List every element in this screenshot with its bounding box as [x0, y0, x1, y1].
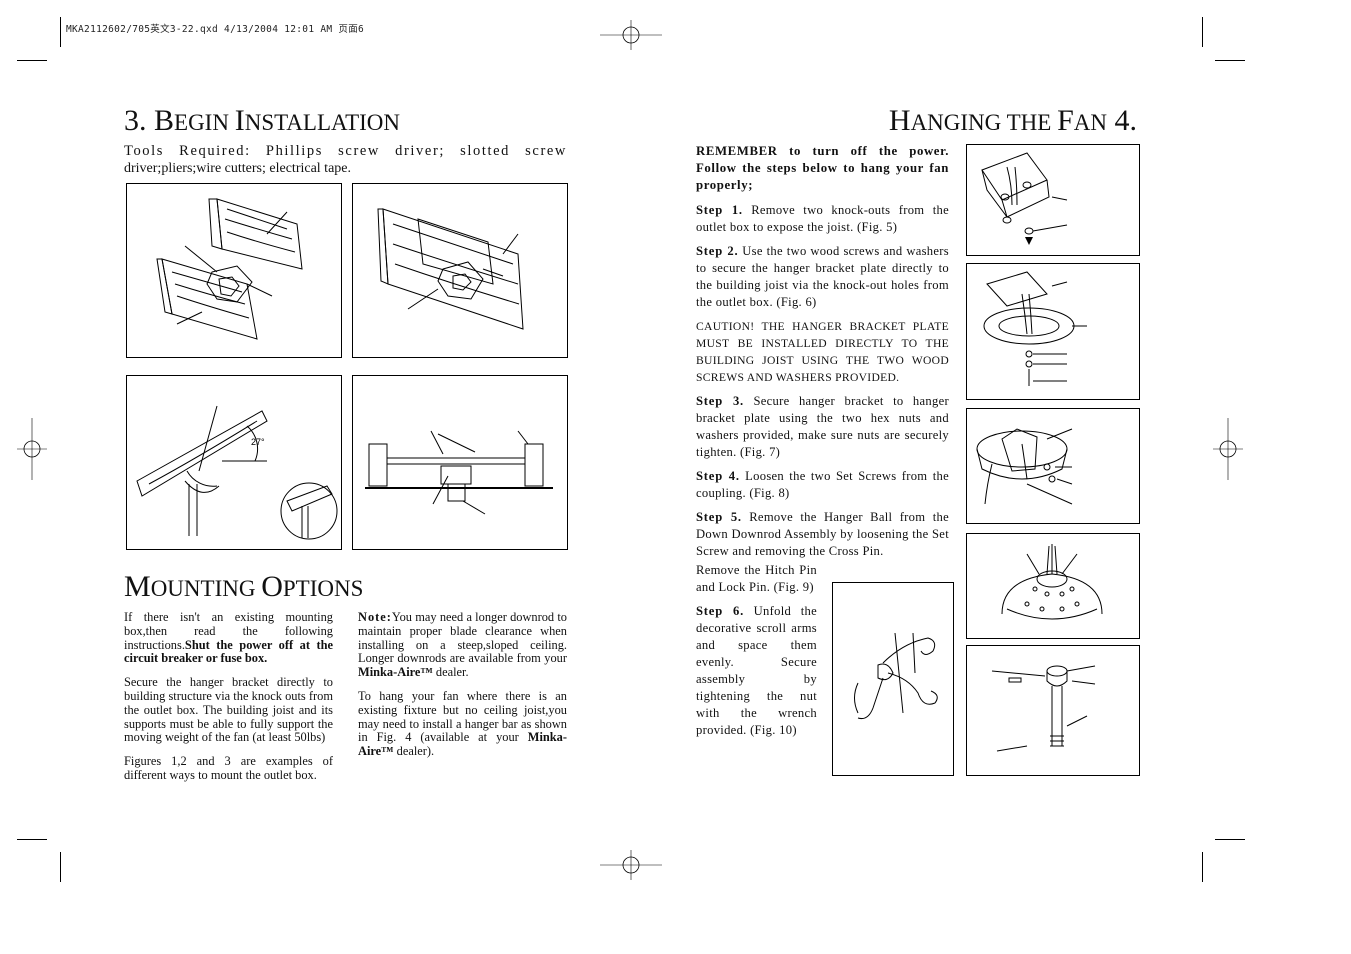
- sloped-ceiling-diagram: 27°: [136, 405, 338, 540]
- hanging-the-fan-title: Hanging the Fan 4.: [888, 104, 1137, 137]
- hanger-bar-diagram: [365, 430, 553, 515]
- joist-box-diagram: [377, 208, 524, 330]
- crop-mark: [60, 852, 61, 882]
- figure-10: [832, 582, 954, 776]
- step-3: Step 3. Secure hanger bracket to hanger …: [696, 394, 949, 459]
- tools-required: Tools Required: Phillips screw driver; s…: [124, 143, 567, 176]
- hanger-bracket-diagram: [976, 428, 1073, 505]
- hanger-bar-para: To hang your fan where there is an exist…: [358, 688, 567, 759]
- step-1: Step 1. Remove two knock-outs from the o…: [696, 203, 949, 234]
- fan-motor-top-diagram: [1001, 544, 1103, 620]
- figure-5: [966, 144, 1140, 256]
- crop-mark: [1215, 839, 1245, 840]
- outlet-box-knockout-diagram: [981, 152, 1068, 245]
- registration-mark-bottom: [600, 850, 662, 880]
- step-6: Step 6. Unfold the decorative scroll arm…: [696, 604, 817, 737]
- figure-7: [966, 408, 1140, 524]
- remember-note: REMEMBER to turn off the power. Follow t…: [696, 144, 949, 192]
- hanger-bracket-plate-diagram: [983, 271, 1087, 386]
- mounting-para-1: If there isn't an existing mounting box,…: [124, 610, 333, 666]
- mounting-options-title: Mounting Options: [124, 570, 364, 603]
- crop-mark: [1202, 852, 1203, 882]
- joist-outlet-box-diagram: [156, 198, 303, 340]
- angle-label: 27°: [251, 437, 265, 447]
- step-4: Step 4. Loosen the two Set Screws from t…: [696, 469, 949, 500]
- figure-4: [352, 375, 568, 550]
- file-info-header: MKA2112602/705英文3-22.qxd 4/13/2004 12:01…: [66, 24, 365, 35]
- crop-mark: [17, 60, 47, 61]
- crop-mark: [60, 17, 61, 47]
- crop-mark: [1202, 17, 1203, 47]
- begin-installation-title: 3. Begin Installation: [124, 104, 401, 137]
- scroll-arms-diagram: [854, 632, 938, 719]
- figure-9: [966, 645, 1140, 776]
- mounting-column-1: If there isn't an existing mounting box,…: [124, 610, 333, 783]
- figure-6: [966, 263, 1140, 400]
- instructions-narrow-column: Remove the Hitch Pin and Lock Pin. (Fig.…: [696, 562, 817, 739]
- crop-mark: [17, 839, 47, 840]
- caution-note: CAUTION! THE HANGER BRACKET PLATE MUST B…: [696, 320, 949, 384]
- mounting-para-3: Figures 1,2 and 3 are examples of differ…: [124, 754, 333, 782]
- note-para: Note:You may need a longer downrod to ma…: [358, 610, 567, 680]
- mounting-column-2: Note:You may need a longer downrod to ma…: [358, 610, 567, 759]
- figure-3: 27°: [126, 375, 342, 550]
- step-5: Step 5. Remove the Hanger Ball from the …: [696, 510, 949, 558]
- registration-mark-left: [17, 418, 47, 480]
- downrod-assembly-diagram: [991, 665, 1096, 752]
- figure-8: [966, 533, 1140, 639]
- instructions-column: REMEMBER to turn off the power. Follow t…: [696, 143, 949, 560]
- figure-1: [126, 183, 342, 358]
- registration-mark-right: [1213, 418, 1243, 480]
- step-5-tail: Remove the Hitch Pin and Lock Pin. (Fig.…: [696, 563, 817, 594]
- figure-2: [352, 183, 568, 358]
- crop-mark: [1215, 60, 1245, 61]
- mounting-para-2: Secure the hanger bracket directly to bu…: [124, 675, 333, 745]
- registration-mark-top: [600, 20, 662, 50]
- step-2: Step 2. Use the two wood screws and wash…: [696, 244, 949, 309]
